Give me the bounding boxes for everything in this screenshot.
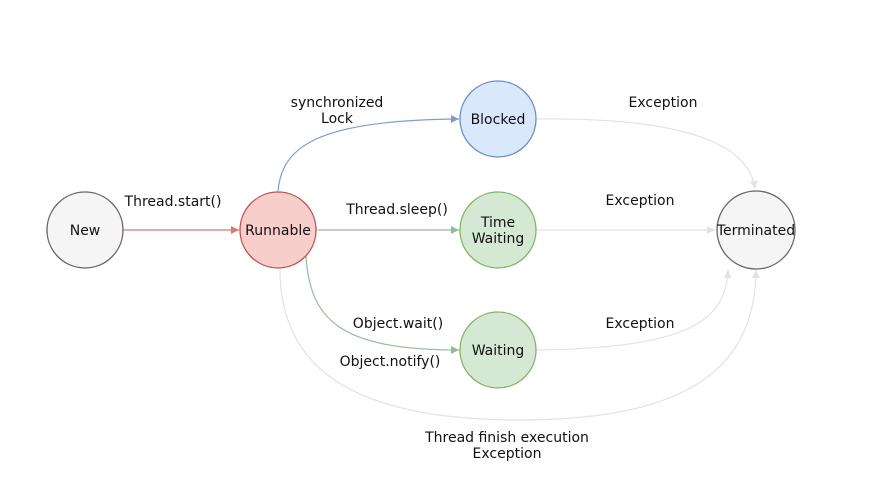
label-thread-sleep: Thread.sleep() xyxy=(345,202,448,218)
edge-runnable-waiting xyxy=(301,247,460,354)
label-thread-finish: Thread finish execution xyxy=(424,430,589,446)
node-time-waiting-label-2: Waiting xyxy=(472,231,525,247)
label-exception-waiting: Exception xyxy=(606,316,675,332)
node-blocked-label: Blocked xyxy=(471,112,526,128)
node-runnable-label: Runnable xyxy=(245,223,311,239)
edge-runnable-to-terminated xyxy=(279,268,760,421)
edge-waiting-to-terminated xyxy=(536,269,732,351)
node-terminated: Terminated xyxy=(716,190,796,270)
node-waiting: Waiting xyxy=(459,311,537,389)
label-object-notify: Object.notify() xyxy=(340,354,441,370)
node-time-waiting: Time Waiting xyxy=(459,191,537,269)
node-time-waiting-label-1: Time xyxy=(480,215,515,231)
node-terminated-label: Terminated xyxy=(716,223,795,239)
label-lock: Lock xyxy=(321,111,354,127)
edge-blocked-to-terminated xyxy=(536,118,758,190)
node-runnable: Runnable xyxy=(239,191,317,269)
node-blocked: Blocked xyxy=(459,80,537,158)
node-waiting-label: Waiting xyxy=(472,343,525,359)
node-new: New xyxy=(46,191,124,269)
label-thread-start: Thread.start() xyxy=(124,194,222,210)
label-exception-blocked: Exception xyxy=(629,95,698,111)
label-object-wait: Object.wait() xyxy=(353,316,443,332)
edge-runnable-to-blocked xyxy=(273,115,460,200)
label-synchronized: synchronized xyxy=(291,95,384,111)
label-exception-finish: Exception xyxy=(473,446,542,462)
label-exception-time-waiting: Exception xyxy=(606,193,675,209)
node-new-label: New xyxy=(70,223,101,239)
